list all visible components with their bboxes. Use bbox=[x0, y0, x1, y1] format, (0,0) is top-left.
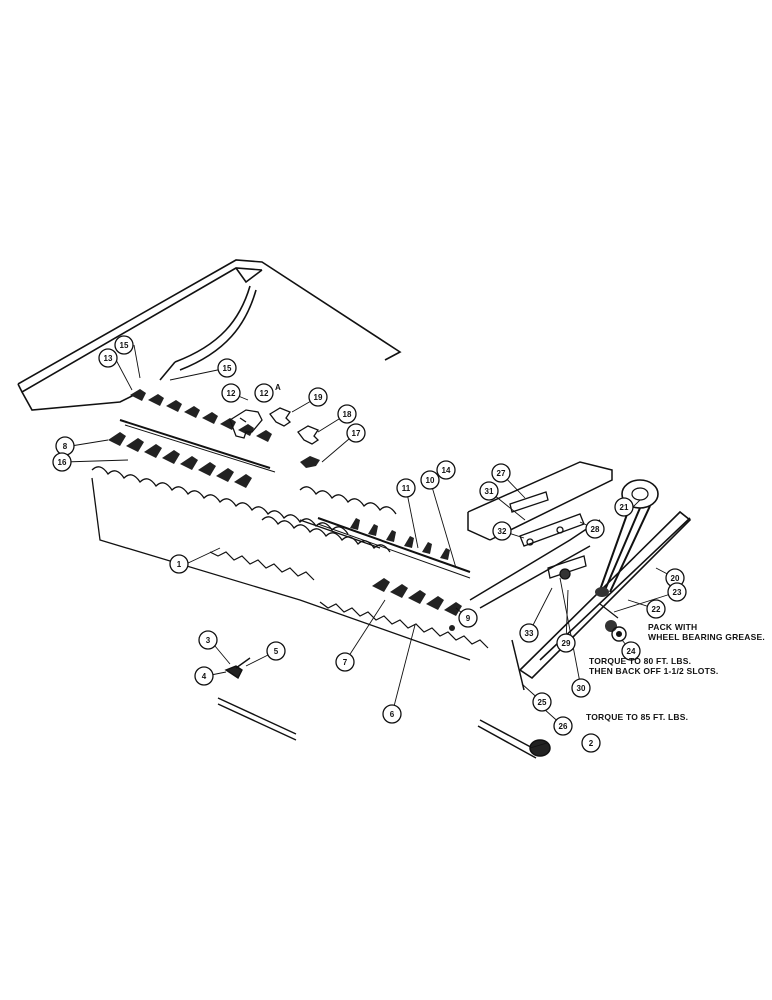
callout-8-label: 8 bbox=[63, 442, 68, 451]
callout-22-label: 22 bbox=[652, 605, 661, 614]
callout-33: 33 bbox=[519, 623, 539, 643]
callout-1: 1 bbox=[169, 554, 189, 574]
callout-20-label: 20 bbox=[671, 574, 680, 583]
callout-16-label: 16 bbox=[58, 458, 67, 467]
loose-guard-19 bbox=[269, 407, 292, 427]
callout-17: 17 bbox=[346, 423, 366, 443]
upper-cutter-bar bbox=[119, 419, 276, 473]
sickle-lower-edge bbox=[209, 551, 489, 649]
callout-27: 27 bbox=[491, 463, 511, 483]
callout-6: 6 bbox=[382, 704, 402, 724]
middle-knife-row bbox=[261, 486, 397, 553]
callout-29-label: 29 bbox=[562, 639, 571, 648]
callout-15a-label: 15 bbox=[120, 341, 129, 350]
callout-10: 10 bbox=[420, 470, 440, 490]
callout-4-label: 4 bbox=[202, 672, 207, 681]
callout-28-label: 28 bbox=[591, 525, 600, 534]
callout-12: 12 bbox=[221, 383, 241, 403]
callout-21-label: 21 bbox=[620, 503, 629, 512]
upper-guard-row bbox=[130, 389, 272, 442]
callout-16: 16 bbox=[52, 452, 72, 472]
callout-25-label: 25 bbox=[538, 698, 547, 707]
callout-3-label: 3 bbox=[206, 636, 211, 645]
callout-13: 13 bbox=[98, 348, 118, 368]
callout-19: 19 bbox=[308, 387, 328, 407]
callout-26: 26 bbox=[553, 716, 573, 736]
callout-26-label: 26 bbox=[559, 722, 568, 731]
torque-85-note: TORQUE TO 85 FT. LBS. bbox=[586, 712, 689, 722]
bracket-assembly bbox=[509, 491, 587, 580]
right-guard-group bbox=[372, 578, 462, 631]
callout-5-label: 5 bbox=[274, 647, 279, 656]
callout-32-label: 32 bbox=[498, 527, 507, 536]
callout-14-label: 14 bbox=[442, 466, 451, 475]
lower-left-guard-row bbox=[108, 432, 252, 488]
callout-13-label: 13 bbox=[104, 354, 113, 363]
callout-2: 2 bbox=[581, 733, 601, 753]
callout-22: 22 bbox=[646, 599, 666, 619]
callout-23-label: 23 bbox=[673, 588, 682, 597]
torque-80-note: TORQUE TO 80 FT. LBS. THEN BACK OFF 1-1/… bbox=[589, 656, 719, 676]
header-frame bbox=[17, 259, 402, 411]
callout-28: 28 bbox=[585, 519, 605, 539]
callout-18-label: 18 bbox=[343, 410, 352, 419]
hardware-stack bbox=[599, 603, 627, 642]
callout-27-label: 27 bbox=[497, 469, 506, 478]
callout-15a: 15 bbox=[114, 335, 134, 355]
callout-30: 30 bbox=[571, 678, 591, 698]
callout-17-label: 17 bbox=[352, 429, 361, 438]
detail-knife-back bbox=[217, 657, 297, 741]
bearing-hub bbox=[595, 479, 659, 597]
callout-6-label: 6 bbox=[390, 710, 395, 719]
callout-12-label: 12 bbox=[227, 389, 236, 398]
callout-23: 23 bbox=[667, 582, 687, 602]
callout-24-label: 24 bbox=[627, 647, 636, 656]
callout-24: 24 bbox=[621, 641, 641, 661]
callout-18: 18 bbox=[337, 404, 357, 424]
callout-29: 29 bbox=[556, 633, 576, 653]
callout-31-label: 31 bbox=[485, 487, 494, 496]
callout-14: 14 bbox=[436, 460, 456, 480]
right-cutter-bar bbox=[317, 517, 471, 579]
callout-15b-label: 15 bbox=[223, 364, 232, 373]
callout-7: 7 bbox=[335, 652, 355, 672]
grease-note: PACK WITH WHEEL BEARING GREASE. bbox=[648, 622, 765, 642]
callout-12a-suffix: A bbox=[275, 383, 281, 392]
callout-15b: 15 bbox=[217, 358, 237, 378]
callout-1-label: 1 bbox=[177, 560, 182, 569]
callout-32: 32 bbox=[492, 521, 512, 541]
callout-31: 31 bbox=[479, 481, 499, 501]
loose-guard-12a bbox=[229, 409, 263, 439]
callout-19-label: 19 bbox=[314, 393, 323, 402]
callout-9-label: 9 bbox=[466, 614, 471, 623]
callout-20: 20 bbox=[665, 568, 685, 588]
callout-12a-label: 12 bbox=[260, 389, 269, 398]
callout-3: 3 bbox=[198, 630, 218, 650]
callout-8: 8 bbox=[55, 436, 75, 456]
callout-11-label: 11 bbox=[402, 484, 411, 493]
callout-33-label: 33 bbox=[525, 629, 534, 638]
callout-9: 9 bbox=[458, 608, 478, 628]
loose-guard-18 bbox=[297, 425, 320, 445]
callout-25: 25 bbox=[532, 692, 552, 712]
callout-12a: 12 A bbox=[254, 383, 281, 403]
callout-5: 5 bbox=[266, 641, 286, 661]
callout-21: 21 bbox=[614, 497, 634, 517]
loose-guard-17 bbox=[300, 456, 320, 468]
callout-2-label: 2 bbox=[589, 739, 594, 748]
callout-11: 11 bbox=[396, 478, 416, 498]
knife-section-bar bbox=[91, 466, 471, 661]
callout-30-label: 30 bbox=[577, 684, 586, 693]
callout-10-label: 10 bbox=[426, 476, 435, 485]
callout-7-label: 7 bbox=[343, 658, 348, 667]
callout-4: 4 bbox=[194, 666, 214, 686]
